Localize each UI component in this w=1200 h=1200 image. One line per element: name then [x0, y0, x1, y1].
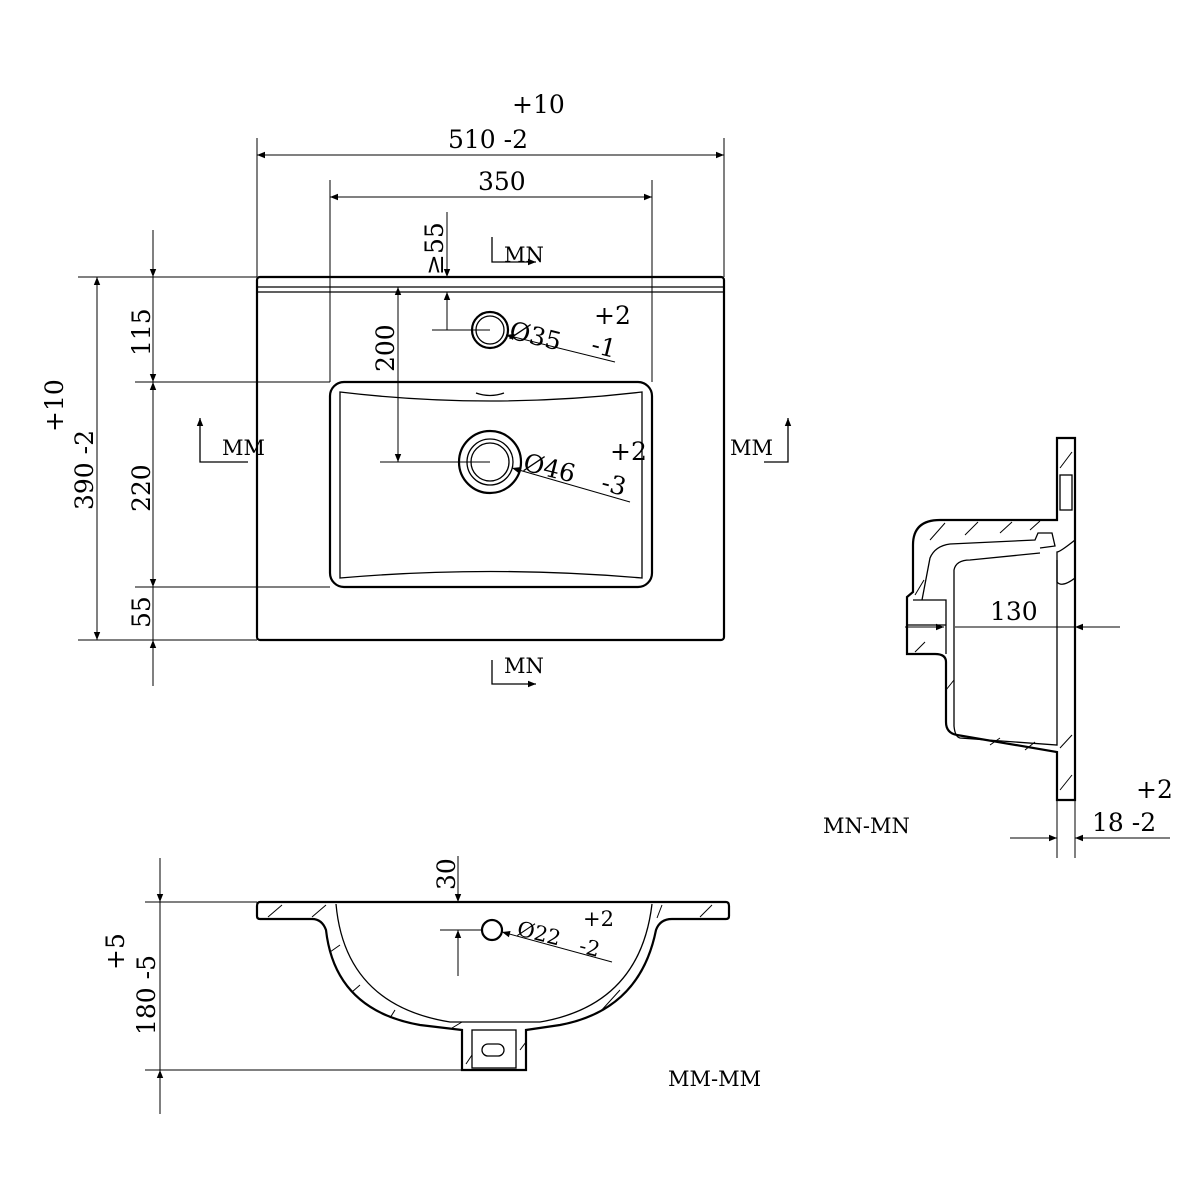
svg-text:MN: MN: [504, 243, 544, 267]
depth-tolerance-plus: +10: [40, 379, 69, 432]
svg-text:MM: MM: [730, 436, 773, 460]
bowl-width-dimension: 350: [478, 167, 526, 196]
section-label-mm: MM-MM: [668, 1067, 761, 1091]
section-marker-mm-right: MM: [730, 418, 792, 463]
tap-hole-tolerance-minus: -1: [589, 330, 620, 364]
section-label-mn: MN-MN: [823, 814, 910, 838]
overflow-tolerance-plus: +2: [583, 907, 614, 931]
section-marker-mm-left: MM: [196, 418, 265, 463]
back-segment-dimension: 115: [127, 308, 156, 356]
drain-hole: [380, 429, 523, 495]
side-profile-outer: [905, 436, 1077, 802]
overflow-offset-dimension: 30: [432, 858, 461, 890]
overflow-hole-diameter: Ø22: [515, 917, 563, 951]
overflow-hole: [480, 918, 504, 942]
front-section-view: 30 Ø22 +2 -2 180 -5 +5 MM-MM: [101, 856, 761, 1114]
bowl-inner: [339, 391, 643, 579]
tap-hole-diameter: Ø35: [507, 316, 565, 357]
tap-hole: [432, 310, 510, 350]
front-profile-outer: [255, 900, 731, 1072]
drain-hole-diameter: Ø46: [521, 448, 579, 489]
drain-hole-tolerance-minus: -3: [599, 468, 630, 502]
min-back-dimension: ≥55: [420, 222, 449, 275]
flange-tolerance-plus: +2: [1136, 775, 1173, 804]
depth-dimension: 390 -2: [70, 430, 99, 510]
width-tolerance-plus: +10: [512, 90, 565, 119]
drain-hole-tolerance-plus: +2: [610, 437, 647, 466]
section-marker-mn-top: MN: [491, 237, 544, 267]
height-tolerance-plus: +5: [101, 933, 130, 970]
flange-dimension: 18 -2: [1092, 808, 1156, 837]
basin-outline: [255, 275, 726, 642]
drain-offset-dimension: 200: [371, 324, 400, 372]
height-dimension: 180 -5: [132, 955, 161, 1035]
side-section-view: 130 18 -2 +2 MN-MN: [823, 436, 1173, 858]
top-view: +10 510 -2 350 ≥55 200 390 -2 +10 115 22…: [40, 90, 792, 688]
svg-text:MN: MN: [504, 654, 544, 678]
width-dimension: 510 -2: [448, 125, 528, 154]
front-segment-dimension: 55: [127, 596, 156, 628]
svg-text:MM: MM: [222, 436, 265, 460]
overflow-tolerance-minus: -2: [577, 934, 603, 962]
overflow-depth-dimension: 130: [990, 597, 1038, 626]
bowl-outline: [328, 380, 654, 589]
bowl-segment-dimension: 220: [127, 464, 156, 512]
section-marker-mn-bottom: MN: [491, 654, 544, 688]
tap-hole-tolerance-plus: +2: [594, 301, 631, 330]
